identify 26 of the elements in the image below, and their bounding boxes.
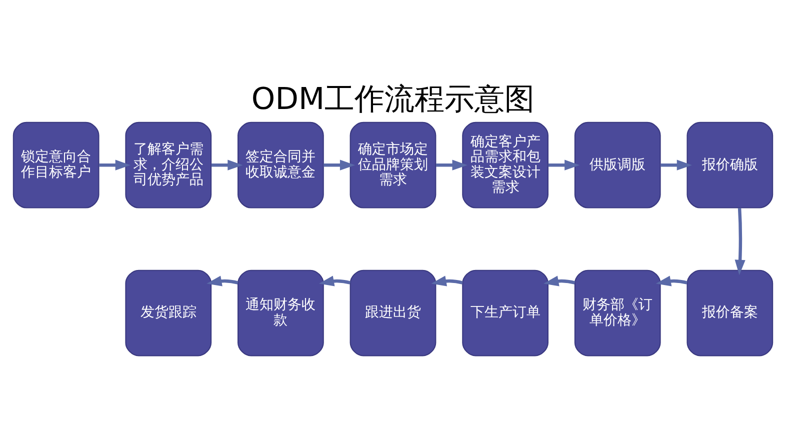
arrow <box>436 159 468 170</box>
arrow <box>211 159 243 170</box>
arrow <box>734 207 746 275</box>
node-box: 报价备案 <box>686 269 774 356</box>
node-box: 发货跟踪 <box>125 269 212 356</box>
arrow <box>324 159 356 170</box>
arrow <box>206 275 238 286</box>
arrow <box>99 159 131 170</box>
node-box: 跟进出货 <box>350 269 436 356</box>
arrow <box>548 159 580 170</box>
node-box: 财务部《订单价格》 <box>574 269 661 356</box>
node-box: 下生产订单 <box>462 269 548 356</box>
node-box: 供版调版 <box>574 121 661 208</box>
node-box: 确定客户产品需求和包装文案设计需求 <box>462 121 548 208</box>
node-box: 锁定意向合作目标客户 <box>12 121 100 208</box>
node-box: 报价确版 <box>686 121 774 208</box>
diagram-title: ODM工作流程示意图 <box>251 81 535 116</box>
node-box: 签定合同并收取诚意金 <box>238 121 324 208</box>
node-box: 通知财务收款 <box>238 269 324 356</box>
arrow <box>543 275 576 286</box>
arrow <box>660 159 692 170</box>
arrow <box>318 275 351 286</box>
arrow <box>656 275 688 286</box>
arrow <box>431 275 463 286</box>
node-box: 了解客户需求，介绍公司优势产品 <box>125 121 212 208</box>
node-box: 确定市场定位品牌策划需求 <box>350 121 436 208</box>
